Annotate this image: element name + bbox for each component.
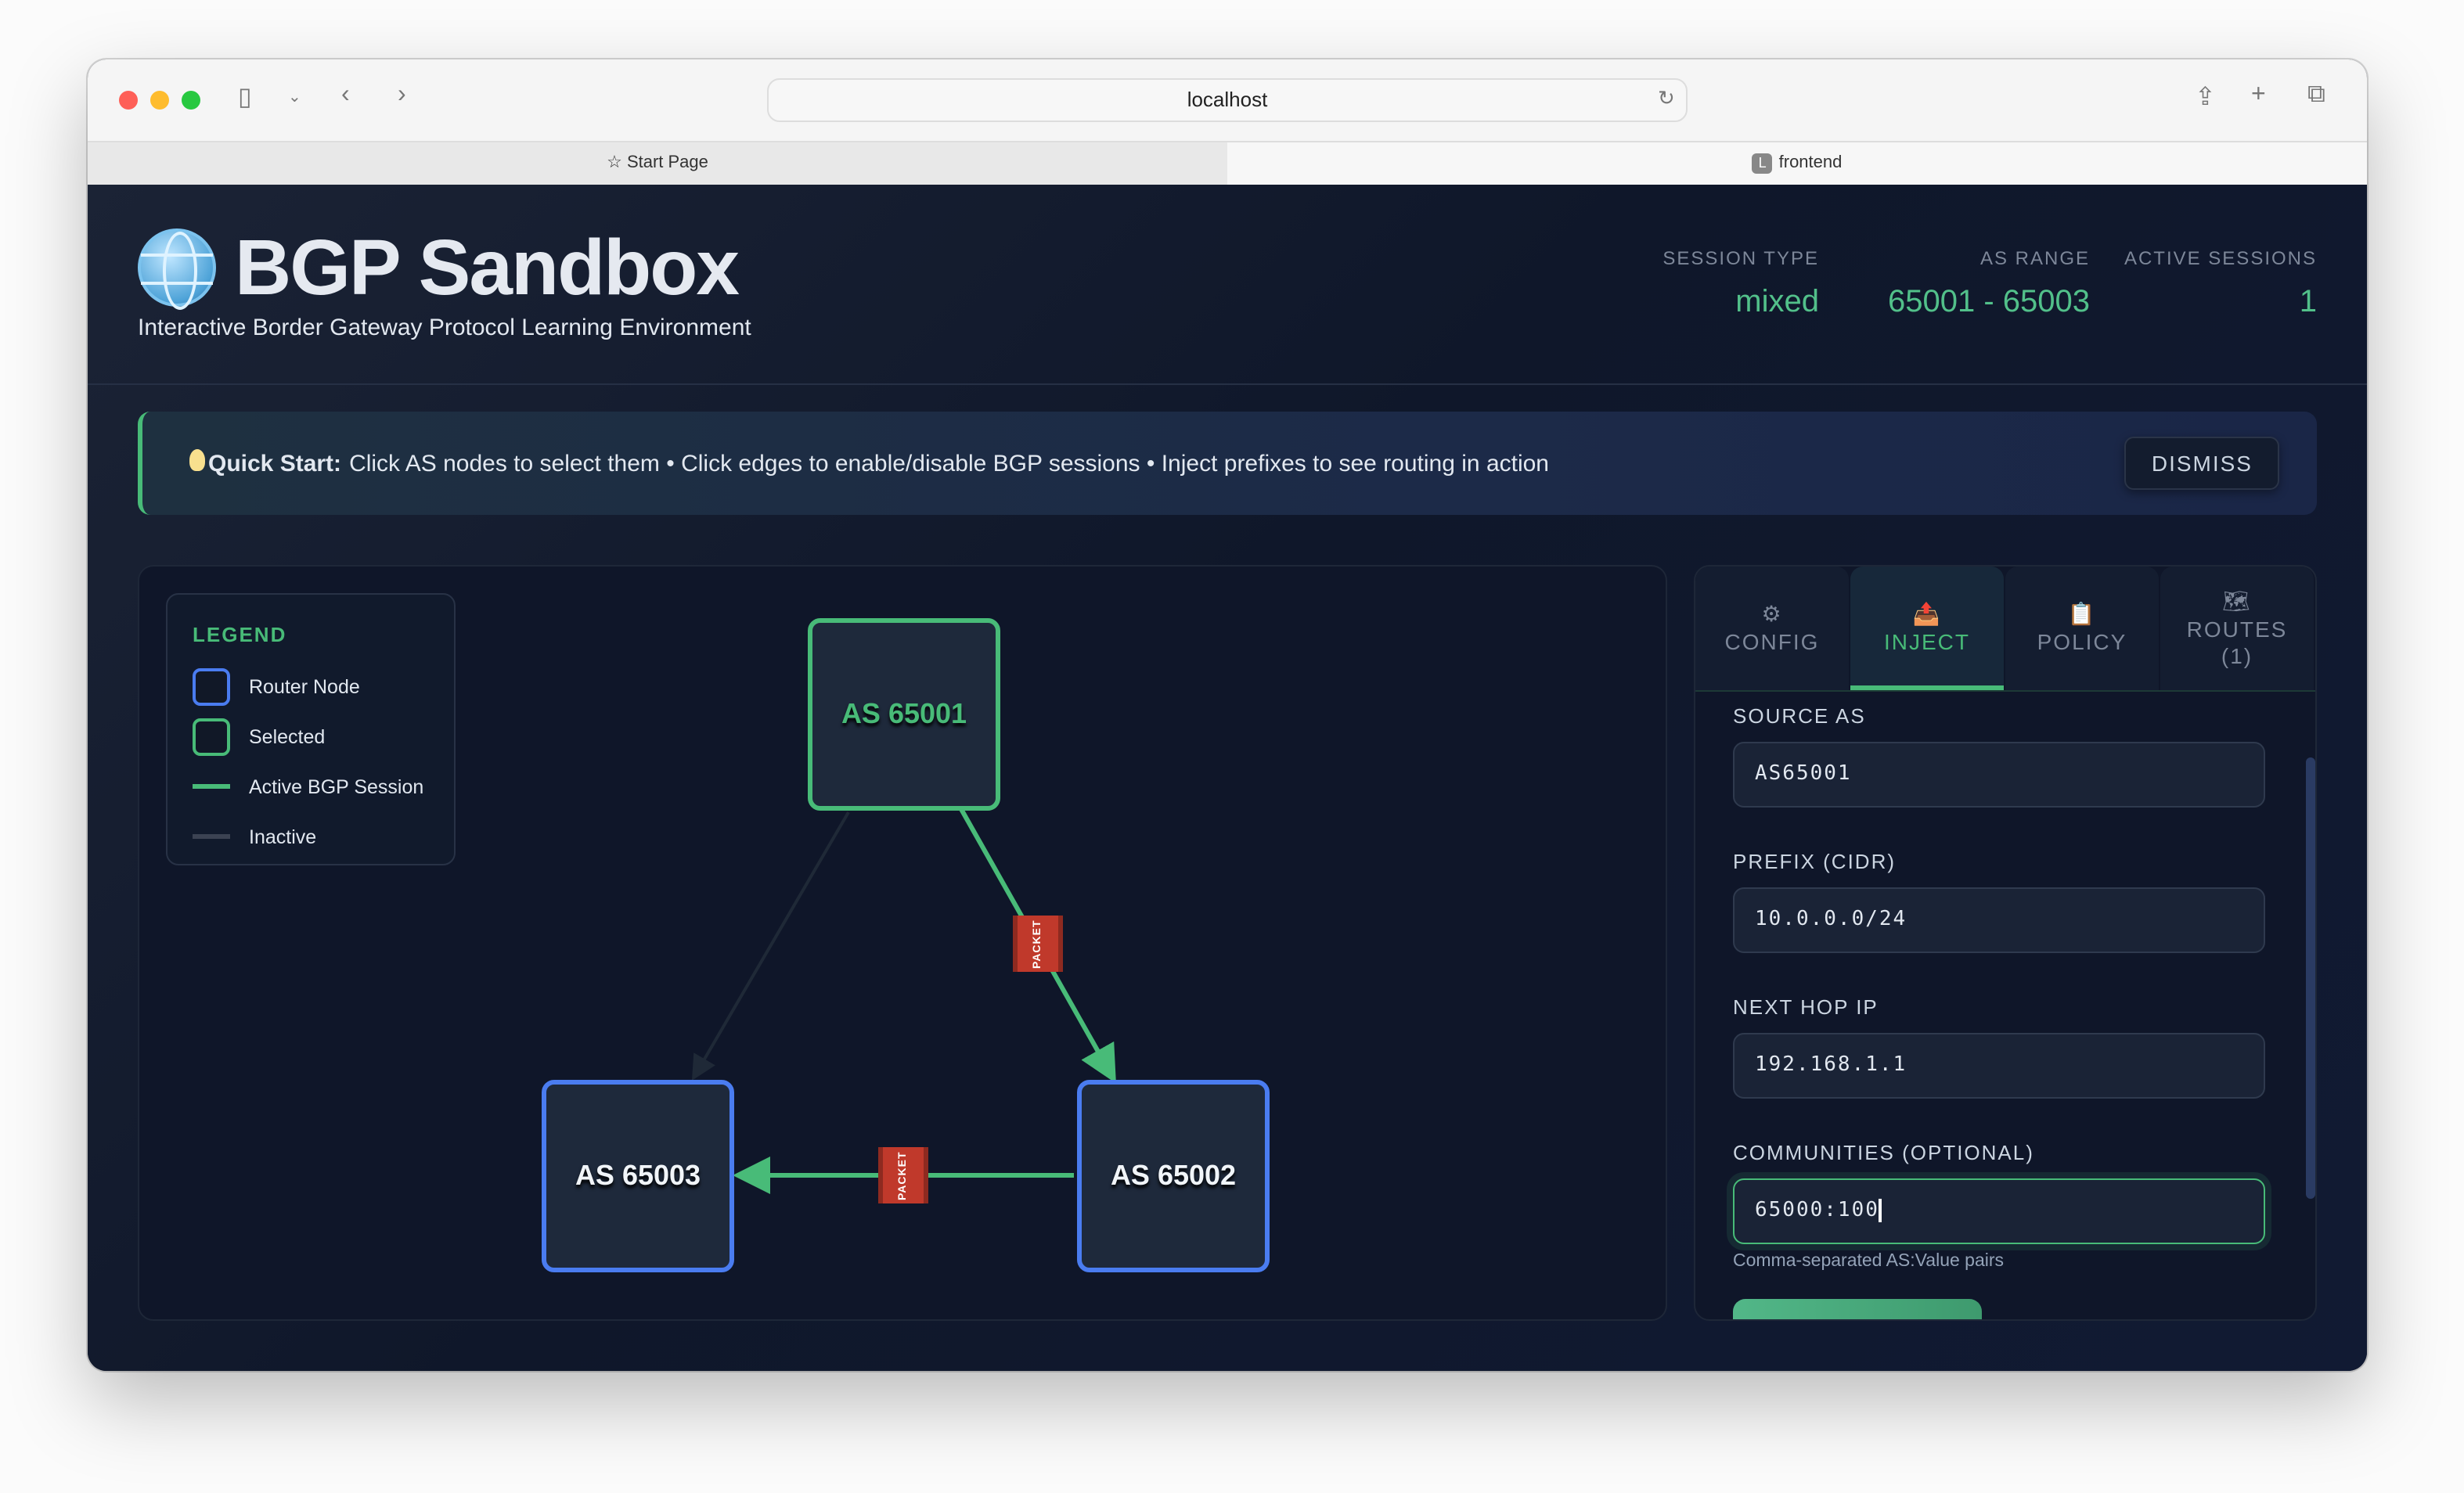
- stat-label: SESSION TYPE: [1662, 247, 1819, 269]
- address-bar[interactable]: localhost: [767, 78, 1688, 122]
- communities-hint: Comma-separated AS:Value pairs: [1733, 1252, 2005, 1271]
- inject-prefix-button[interactable]: INJECT PREFIX: [1733, 1299, 1982, 1319]
- banner-bold: Quick Start:: [208, 450, 342, 477]
- reload-icon[interactable]: ↻: [1658, 86, 1675, 110]
- tab-label: POLICY: [2037, 629, 2127, 654]
- banner-text: Click AS nodes to select them • Click ed…: [349, 450, 1549, 477]
- tab-label: INJECT: [1884, 629, 1970, 654]
- tab-label: ROUTES: [2186, 617, 2288, 642]
- side-panel: ⚙ CONFIG 📤 INJECT 📋 POLICY 🗺 ROUTES(1) SOURC…: [1694, 565, 2317, 1321]
- legend-label: Router Node: [249, 675, 360, 697]
- back-icon[interactable]: ‹: [341, 81, 350, 108]
- favicon-icon: L: [1752, 153, 1773, 174]
- tab-policy[interactable]: 📋 POLICY: [2005, 567, 2159, 690]
- stat-session-type: SESSION TYPE mixed: [1662, 247, 1819, 321]
- dismiss-button[interactable]: DISMISS: [2124, 437, 2279, 490]
- tab-overview-icon[interactable]: ⧉: [2307, 81, 2325, 108]
- packet-icon: PACKET: [878, 1147, 928, 1203]
- router-swatch-icon: [193, 667, 230, 705]
- chevron-down-icon[interactable]: ⌄: [288, 89, 301, 106]
- globe-icon: [138, 228, 216, 310]
- tab-label: Start Page: [626, 153, 708, 172]
- clipboard-icon: 📋: [2067, 601, 2097, 626]
- text-caret: [1879, 1199, 1882, 1222]
- next-hop-label: NEXT HOP IP: [1733, 995, 1879, 1019]
- browser-toolbar: ▯ ⌄ ‹ › localhost ↻ ⇪ + ⧉: [88, 59, 2367, 141]
- communities-label: COMMUNITIES (OPTIONAL): [1733, 1141, 2034, 1164]
- inject-form: SOURCE AS AS65001 PREFIX (CIDR) 10.0.0.0…: [1733, 704, 2265, 1319]
- stat-value: 65001 - 65003: [1887, 285, 2090, 319]
- outbox-icon: 📤: [1912, 601, 1942, 626]
- source-as-label: SOURCE AS: [1733, 704, 1866, 728]
- page-title: BGP Sandbox: [138, 222, 740, 313]
- network-graph[interactable]: LEGEND Router Node Selected Active BGP S…: [138, 565, 1667, 1321]
- node-as-65001[interactable]: AS 65001: [808, 618, 1000, 811]
- close-window-button[interactable]: [119, 91, 138, 110]
- minimize-window-button[interactable]: [150, 91, 169, 110]
- lightbulb-icon: [189, 449, 205, 471]
- prefix-input[interactable]: 10.0.0.0/24: [1733, 887, 2265, 953]
- sidebar-icon[interactable]: ▯: [238, 85, 252, 111]
- title-text: BGP Sandbox: [235, 224, 740, 311]
- browser-window: ▯ ⌄ ‹ › localhost ↻ ⇪ + ⧉ ☆ Start Page L…: [88, 59, 2367, 1371]
- tab-label: frontend: [1778, 153, 1843, 172]
- packet-icon: PACKET: [1013, 916, 1063, 972]
- stat-label: AS RANGE: [1979, 247, 2090, 269]
- edge-65001-65003[interactable]: [691, 811, 850, 1081]
- share-icon[interactable]: ⇪: [2195, 85, 2216, 111]
- tab-inject[interactable]: 📤 INJECT: [1850, 567, 2004, 690]
- scrollbar[interactable]: [2306, 757, 2315, 1199]
- tab-start-page[interactable]: ☆ Start Page: [88, 142, 1227, 185]
- legend-title: LEGEND: [193, 623, 287, 646]
- quick-start-banner: Quick Start: Click AS nodes to select the…: [138, 412, 2317, 515]
- stat-value: 1: [2299, 285, 2317, 319]
- inactive-line-icon: [193, 834, 230, 839]
- subtitle: Interactive Border Gateway Protocol Lear…: [138, 315, 751, 341]
- maximize-window-button[interactable]: [182, 91, 200, 110]
- legend-label: Inactive: [249, 826, 317, 847]
- legend-item: Active BGP Session: [193, 765, 429, 808]
- legend-label: Active BGP Session: [249, 775, 424, 797]
- legend-item: Selected: [193, 715, 429, 757]
- stat-active-sessions: ACTIVE SESSIONS 1: [2124, 247, 2317, 321]
- legend: LEGEND Router Node Selected Active BGP S…: [166, 593, 456, 865]
- source-as-input[interactable]: AS65001: [1733, 742, 2265, 808]
- legend-label: Selected: [249, 725, 326, 747]
- node-as-65002[interactable]: AS 65002: [1077, 1080, 1270, 1272]
- communities-value: 65000:100: [1755, 1199, 1879, 1222]
- new-tab-icon[interactable]: +: [2251, 81, 2266, 108]
- header: BGP Sandbox Interactive Border Gateway P…: [88, 185, 2367, 385]
- routes-count: (1): [2221, 643, 2253, 668]
- tab-routes[interactable]: 🗺 ROUTES(1): [2160, 567, 2314, 690]
- node-as-65003[interactable]: AS 65003: [542, 1080, 734, 1272]
- stat-value: mixed: [1735, 285, 1819, 319]
- communities-input[interactable]: 65000:100: [1733, 1178, 2265, 1244]
- next-hop-input[interactable]: 192.168.1.1: [1733, 1033, 2265, 1099]
- star-icon: ☆: [607, 153, 627, 172]
- app: BGP Sandbox Interactive Border Gateway P…: [88, 185, 2367, 1371]
- prefix-label: PREFIX (CIDR): [1733, 850, 1896, 873]
- active-line-icon: [193, 784, 230, 789]
- stat-as-range: AS RANGE 65001 - 65003: [1888, 247, 2090, 321]
- tab-config[interactable]: ⚙ CONFIG: [1695, 567, 1849, 690]
- map-icon: 🗺: [2222, 588, 2252, 613]
- tab-label: CONFIG: [1724, 629, 1820, 654]
- stat-label: ACTIVE SESSIONS: [2124, 247, 2317, 269]
- selected-swatch-icon: [193, 718, 230, 755]
- legend-item: Inactive: [193, 815, 429, 858]
- gear-icon: ⚙: [1761, 601, 1783, 626]
- forward-icon[interactable]: ›: [398, 81, 406, 108]
- legend-item: Router Node: [193, 665, 429, 707]
